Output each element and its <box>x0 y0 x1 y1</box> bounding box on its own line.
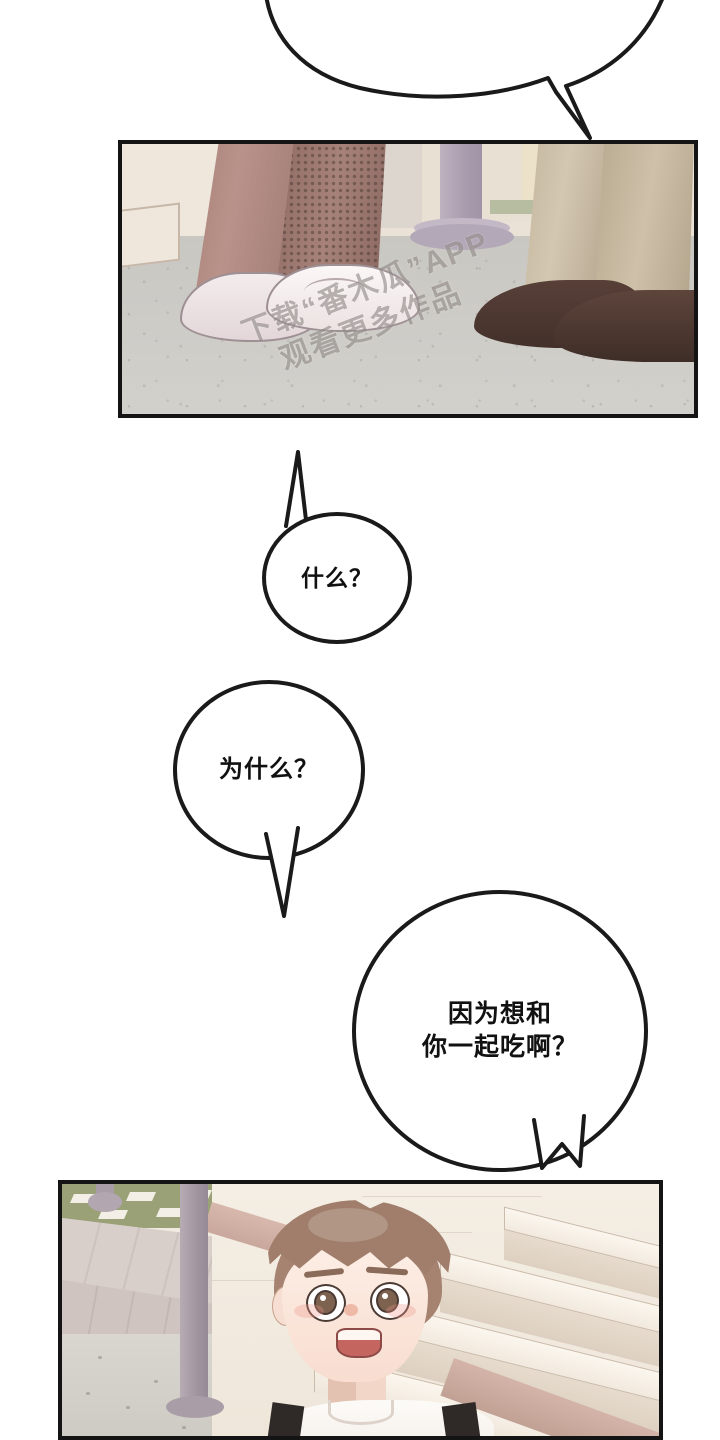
boy-backpack-strap-right <box>441 1401 485 1436</box>
character-boy <box>258 1200 508 1436</box>
boy-iris-left <box>314 1290 337 1315</box>
boy-iris-right <box>376 1288 399 1313</box>
sneaker-lace <box>304 278 368 306</box>
panel-street-artwork: 下载“番木瓜”APP 观看更多作品 <box>122 144 694 414</box>
speech-bubble-what-tail <box>284 450 308 528</box>
right-person-trouser-far <box>523 144 606 306</box>
background-ledge <box>122 202 180 268</box>
left-person-sneaker-near <box>266 264 420 332</box>
boy-blush-right <box>386 1304 416 1318</box>
speech-bubble-why-tail-group <box>240 820 400 940</box>
speech-bubble-what-group <box>240 440 440 660</box>
boy-shirt-collar <box>328 1400 394 1425</box>
comic-panel-boy-on-stairs <box>58 1180 663 1440</box>
speech-bubble-why-text: 为什么？ <box>219 755 319 783</box>
speech-bubble-why-tail <box>264 826 300 918</box>
canopy-pillar-far-base <box>88 1192 122 1212</box>
speech-bubble-because-text: 因为想和 你一起吃啊？ <box>421 999 578 1062</box>
boy-backpack-strap-left <box>263 1402 305 1436</box>
speech-bubble-because-tail <box>532 1114 586 1170</box>
boy-hair-highlight <box>308 1208 388 1242</box>
speech-bubble-because-tail-group <box>500 1110 620 1190</box>
boy-teeth <box>338 1330 380 1340</box>
boy-nose <box>344 1304 358 1316</box>
speech-bubble-what-text: 什么？ <box>301 564 373 591</box>
street-pillar-base <box>410 224 514 250</box>
comic-panel-street-feet: 下载“番木瓜”APP 观看更多作品 <box>118 140 698 418</box>
speech-bubble-why: 为什么？ <box>173 680 365 860</box>
speech-bubble-top-group <box>0 0 720 150</box>
panel-boy-artwork <box>62 1184 659 1436</box>
speech-bubble-top-shape <box>265 0 664 140</box>
boy-open-mouth <box>336 1328 382 1358</box>
street-pillar <box>440 144 482 230</box>
canopy-pillar-base <box>166 1396 224 1418</box>
canopy-pillar <box>180 1184 208 1410</box>
speech-bubble-because: 因为想和 你一起吃啊？ <box>352 890 648 1172</box>
boy-blush-left <box>294 1304 324 1318</box>
speech-bubble-what: 什么？ <box>262 512 412 644</box>
